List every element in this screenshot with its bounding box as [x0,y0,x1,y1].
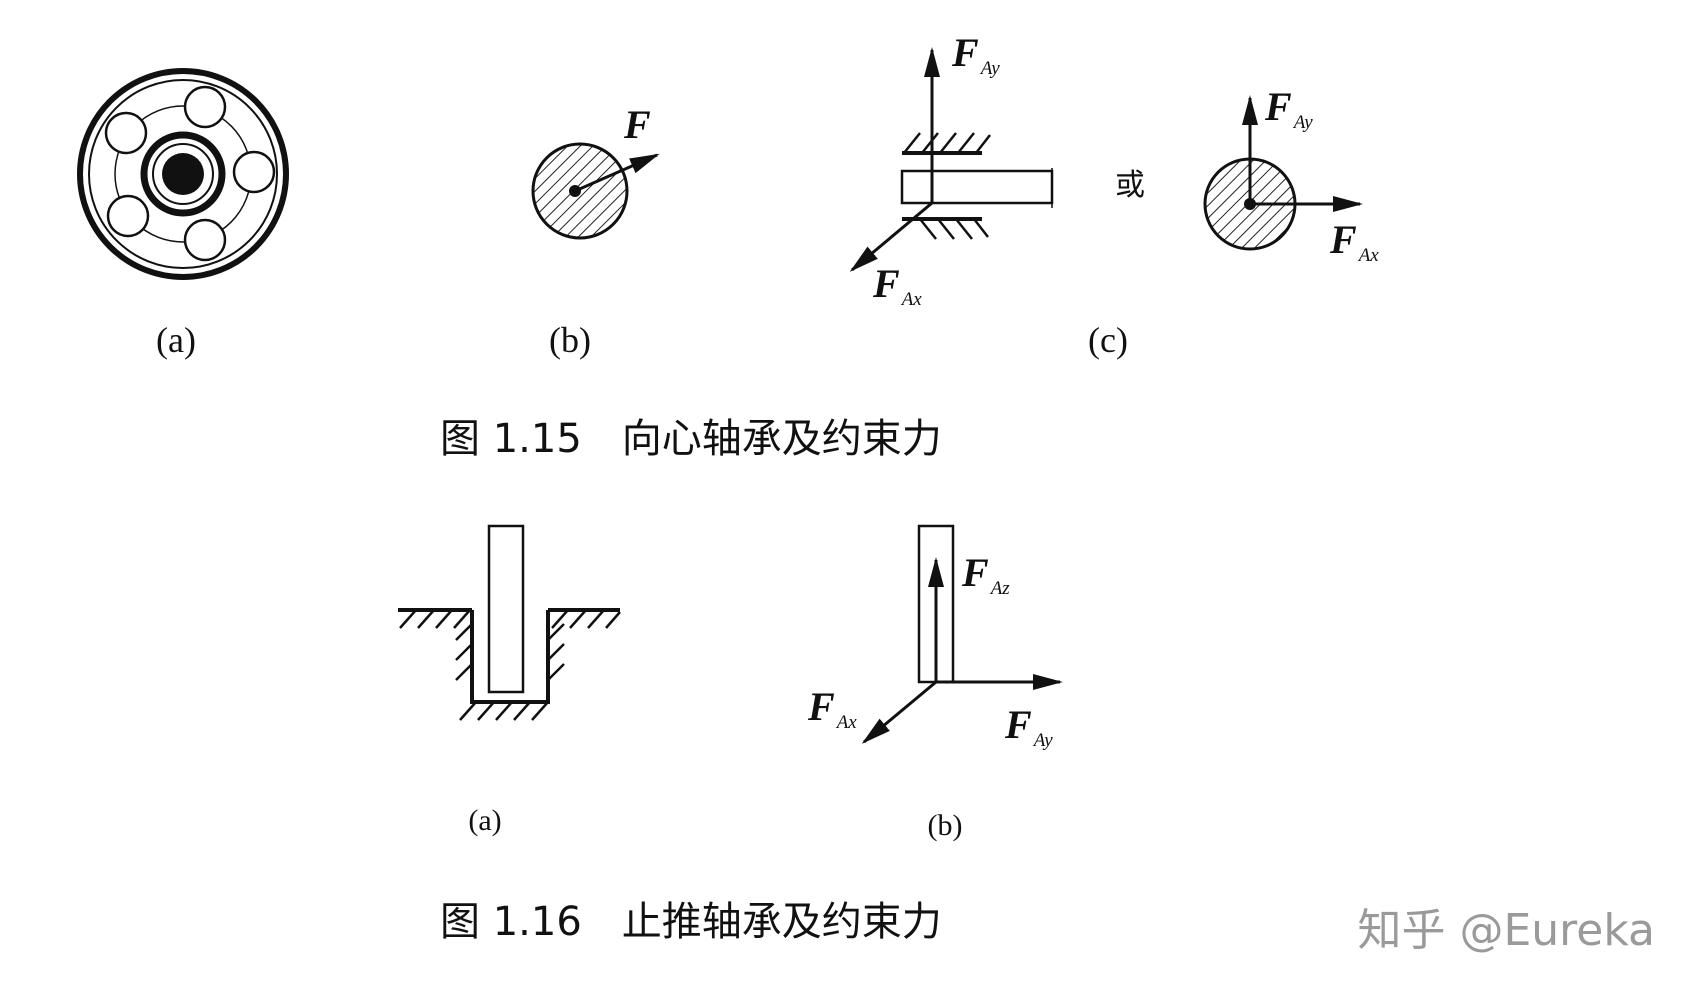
socket-hatching [455,623,565,721]
lower-support-hatching [919,218,989,240]
bearing-ball [104,111,148,155]
shaft-section-c-right [1203,95,1363,251]
thrust-shaft [487,524,525,694]
force-label-F: F [623,102,651,147]
shaft-section-b [531,142,660,240]
or-text: 或 [1115,168,1145,203]
bearing-shaft-c-left [849,47,1054,272]
figure-1-15-caption: 图 1.15 向心轴承及约束力 [440,416,942,462]
socket-outline [470,610,550,704]
figure-1-16-caption: 图 1.16 止推轴承及约束力 [440,899,942,945]
bearing-outer-ring [77,68,289,280]
upper-support-hatching [903,132,991,154]
force-arrow-F [574,153,660,193]
bearing-outer-ring-inner-edge [88,79,278,269]
thrust-bearing-drawing [398,524,621,721]
force-arrow-FAx [861,680,937,744]
bearing-shaft [162,153,204,195]
bearing-ball [232,150,276,194]
panel-label-a: (a) [156,320,196,360]
force-arrow-FAx [849,201,933,272]
panel-label-a-1-16: (a) [468,804,501,837]
bearing-ball [183,218,227,262]
shaft-body [900,169,1054,205]
panel-label-c: (c) [1088,320,1128,360]
panel-label-b: (b) [549,320,591,360]
ground-hatching [399,609,621,629]
thrust-forces-drawing [861,524,1063,744]
bearing-ball [183,85,227,129]
panel-label-b-1-16: (b) [928,809,963,842]
bearing-ball [106,194,150,238]
watermark-text: 知乎 @Eureka [1357,905,1655,956]
radial-bearing-drawing [77,68,289,280]
